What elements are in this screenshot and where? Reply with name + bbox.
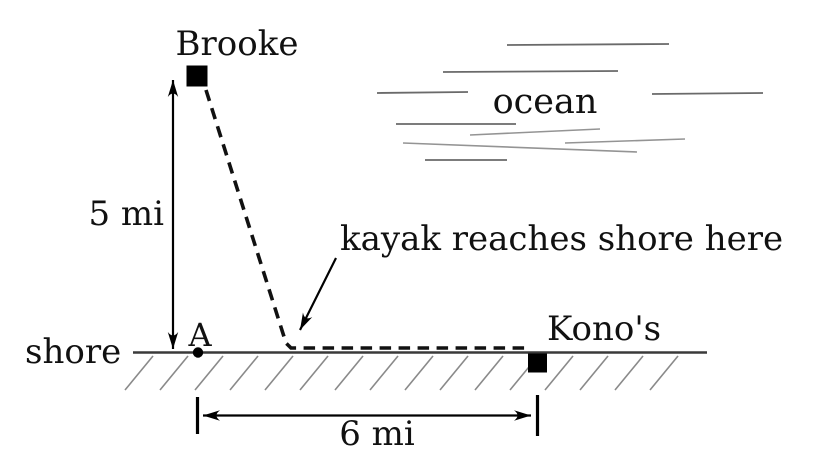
- wave-line: [651, 92, 764, 95]
- kayak-path-dashed: [204, 89, 528, 350]
- hatch-line: [404, 355, 434, 391]
- wave-line: [469, 128, 601, 136]
- hatch-line: [229, 355, 259, 391]
- hatch-line: [159, 355, 189, 391]
- ocean-waves: [376, 43, 764, 161]
- wave-line: [402, 142, 638, 153]
- brooke-position-square: [186, 65, 208, 87]
- horizontal-measurement: 6 mi: [195, 395, 540, 454]
- shore-label: shore: [25, 332, 121, 372]
- hatch-line: [439, 355, 469, 391]
- kayak-note-label: kayak reaches shore here: [340, 219, 783, 259]
- hatch-line: [264, 355, 294, 391]
- wave-line: [564, 138, 686, 144]
- horizontal-distance-label: 6 mi: [339, 414, 415, 454]
- hatch-line: [544, 355, 574, 391]
- wave-line: [506, 43, 670, 46]
- hatch-line: [299, 355, 329, 391]
- shore-hatching: [124, 355, 679, 391]
- hatch-line: [579, 355, 609, 391]
- hatch-line: [474, 355, 504, 391]
- hatch-line: [124, 355, 154, 391]
- konos-position-square: [528, 353, 547, 373]
- vertical-distance-label: 5 mi: [88, 194, 164, 234]
- konos-label: Kono's: [547, 309, 661, 349]
- brooke-label: Brooke: [176, 24, 299, 64]
- point-a-label: A: [187, 316, 212, 354]
- hatch-line: [614, 355, 644, 391]
- hatch-line: [369, 355, 399, 391]
- hatch-line: [194, 355, 224, 391]
- wave-line: [376, 91, 469, 94]
- hatch-line: [334, 355, 364, 391]
- wave-line: [442, 70, 619, 73]
- point-a-dot: [192, 347, 204, 358]
- kayak-note-arrow: [299, 257, 337, 331]
- ocean-label: ocean: [493, 82, 598, 122]
- hatch-line: [649, 355, 679, 391]
